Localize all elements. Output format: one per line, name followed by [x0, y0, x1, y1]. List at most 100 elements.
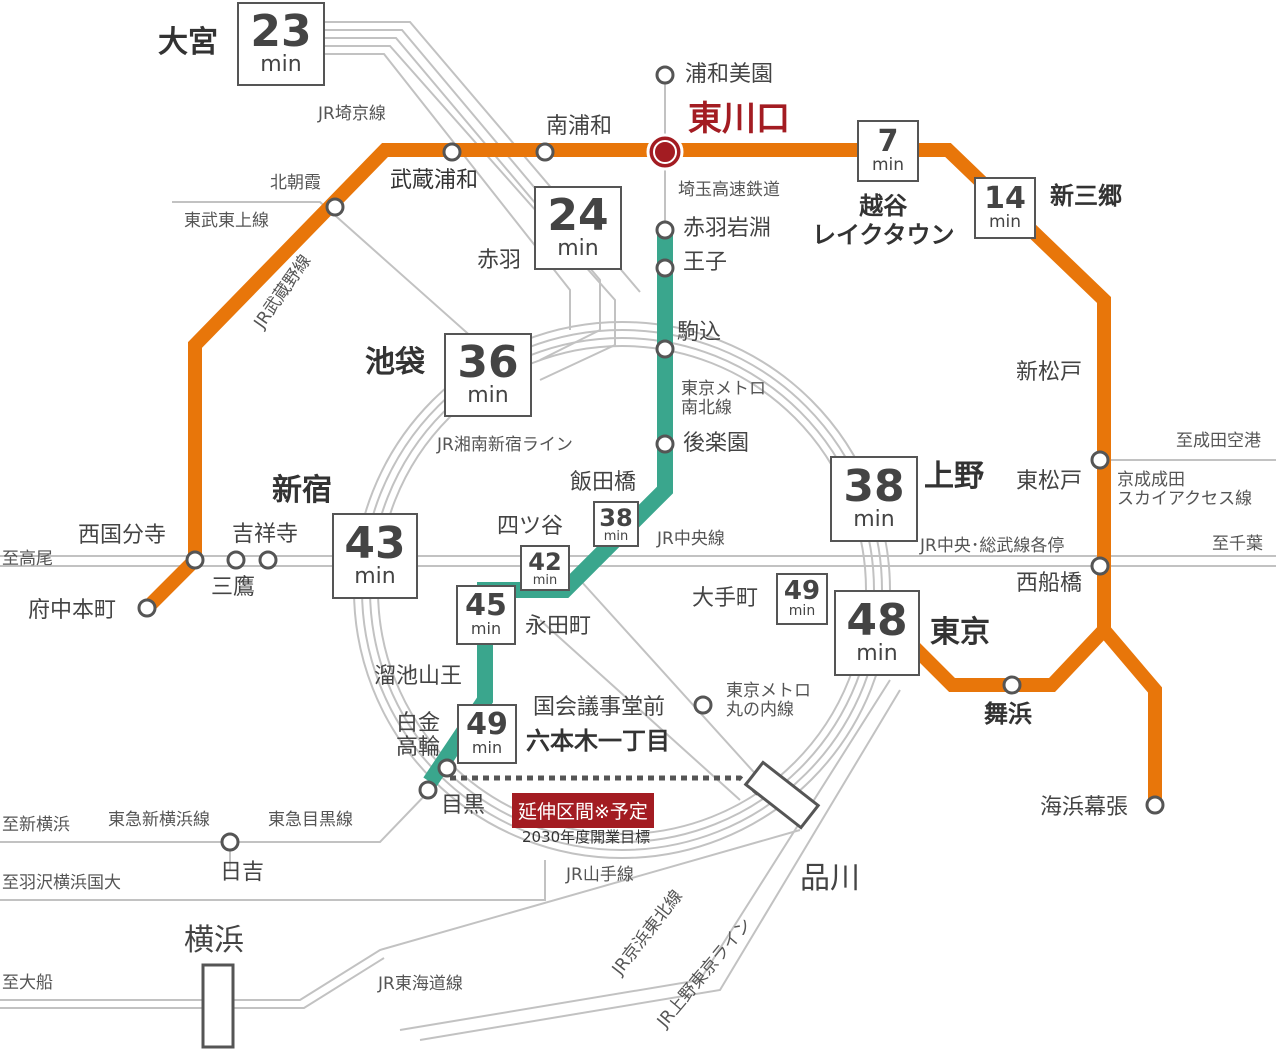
to-hanedasawa: 至羽沢横浜国大: [2, 873, 121, 893]
to-takao: 至高尾: [2, 549, 53, 569]
station-hiyoshi: 日吉: [220, 860, 265, 885]
station-komagome: 駒込: [677, 320, 722, 345]
time-value: 14: [984, 181, 1026, 216]
time-unit: min: [557, 236, 599, 261]
station-dot: [258, 550, 278, 570]
time-value: 38: [599, 504, 633, 532]
station-higashikawaguchi: 東川口: [688, 99, 790, 139]
time-box-tokyo: 48 min: [834, 590, 920, 676]
station-ueno: 上野: [924, 459, 984, 494]
time-value: 24: [547, 190, 609, 241]
time-box-nagatacho: 45 min: [456, 585, 516, 645]
station-tokyo: 東京: [930, 615, 990, 650]
line-keisei: 京成成田 スカイアクセス線: [1117, 470, 1253, 509]
extension-label: 延伸区間※予定: [512, 793, 654, 828]
station-oji: 王子: [683, 250, 728, 275]
line-tobutojo: 東武東上線: [184, 211, 269, 231]
line-yamanote: JR山手線: [566, 865, 634, 885]
time-value: 48: [846, 595, 908, 646]
time-value: 42: [528, 548, 562, 576]
yokohama-box: [201, 963, 235, 1049]
station-omiya: 大宮: [158, 25, 218, 60]
time-unit: min: [788, 603, 816, 619]
station-dot: [655, 339, 675, 359]
station-yokohama: 横浜: [184, 923, 244, 958]
time-value: 43: [344, 518, 406, 569]
station-kokkai: 国会議事堂前: [533, 695, 666, 720]
station-musashiurawa: 武蔵浦和: [390, 168, 479, 193]
shinagawa-box: [743, 760, 821, 830]
time-box-omiya: 23 min: [237, 2, 325, 86]
station-minamiurawa: 南浦和: [546, 114, 613, 139]
station-tameike: 溜池山王: [374, 664, 463, 689]
station-shinmisato: 新三郷: [1050, 182, 1122, 210]
time-unit: min: [470, 619, 502, 638]
station-mitaka: 三鷹: [211, 575, 256, 600]
station-akabaneiwabuchi: 赤羽岩淵: [683, 216, 772, 241]
time-unit: min: [603, 529, 629, 544]
to-ofuna: 至大船: [2, 973, 53, 993]
station-yotsuya: 四ツ谷: [497, 514, 564, 539]
station-dot: [137, 598, 157, 618]
station-maihama: 舞浜: [984, 700, 1032, 728]
station-kitaasaka: 北朝霞: [270, 173, 321, 193]
station-dot: [437, 758, 457, 778]
time-value: 7: [877, 124, 899, 159]
station-roppongi: 六本木一丁目: [526, 727, 670, 755]
time-box-iidabashi: 38 min: [593, 501, 639, 547]
station-korakuen: 後楽園: [683, 431, 750, 456]
station-meguro: 目黒: [441, 793, 486, 818]
time-value: 45: [465, 588, 507, 623]
line-shonan: JR湘南新宿ライン: [437, 435, 573, 455]
extension-line: [450, 775, 762, 797]
time-box-shinjuku: 43 min: [332, 513, 418, 599]
station-shinmatsudo: 新松戸: [1016, 360, 1083, 385]
station-dot: [655, 65, 675, 85]
station-urawamisono: 浦和美園: [685, 62, 774, 87]
highlight-station-dot: [646, 133, 684, 171]
line-chuo: JR中央線: [657, 529, 725, 549]
station-dot: [535, 142, 555, 162]
line-shinyoko: 東急新横浜線: [108, 810, 210, 830]
extension-sub: 2030年度開業目標: [522, 828, 651, 846]
line-namboku: 東京メトロ 南北線: [681, 379, 766, 418]
time-unit: min: [354, 564, 396, 589]
station-dot: [693, 695, 713, 715]
time-unit: min: [532, 573, 558, 588]
time-unit: min: [471, 738, 503, 757]
station-dot: [1145, 795, 1165, 815]
time-unit: min: [467, 383, 509, 408]
to-narita: 至成田空港: [1176, 431, 1261, 451]
station-dots: [137, 65, 1165, 852]
time-value: 36: [457, 337, 519, 388]
station-dot: [220, 832, 240, 852]
station-fuchuhonmachi: 府中本町: [28, 598, 117, 623]
time-box-ueno: 38 min: [830, 456, 918, 542]
time-box-akabane: 24 min: [534, 186, 622, 270]
station-higashimatsudo: 東松戸: [1016, 469, 1083, 494]
time-unit: min: [853, 507, 895, 532]
station-otemachi: 大手町: [692, 586, 759, 611]
station-dot: [442, 142, 462, 162]
line-tokaido: JR東海道線: [378, 974, 463, 994]
station-akabane: 赤羽: [477, 248, 522, 273]
station-dot: [655, 434, 675, 454]
station-shinjuku: 新宿: [272, 473, 332, 508]
station-dot: [1002, 675, 1022, 695]
time-unit: min: [988, 212, 1022, 232]
station-kichijoji: 吉祥寺: [232, 522, 299, 547]
time-value: 23: [250, 6, 312, 57]
station-nishifunabashi: 西船橋: [1016, 571, 1083, 596]
station-kaihinmakuhari: 海浜幕張: [1040, 795, 1129, 820]
station-dot: [655, 220, 675, 240]
line-saikyo: JR埼京線: [318, 104, 386, 124]
station-dot: [418, 780, 438, 800]
station-dot: [1090, 556, 1110, 576]
time-box-roppongi: 49 min: [457, 704, 517, 764]
station-dot: [226, 550, 246, 570]
time-value: 49: [466, 707, 508, 742]
station-dot: [655, 258, 675, 278]
station-iidabashi: 飯田橋: [570, 470, 637, 495]
station-dot: [325, 197, 345, 217]
